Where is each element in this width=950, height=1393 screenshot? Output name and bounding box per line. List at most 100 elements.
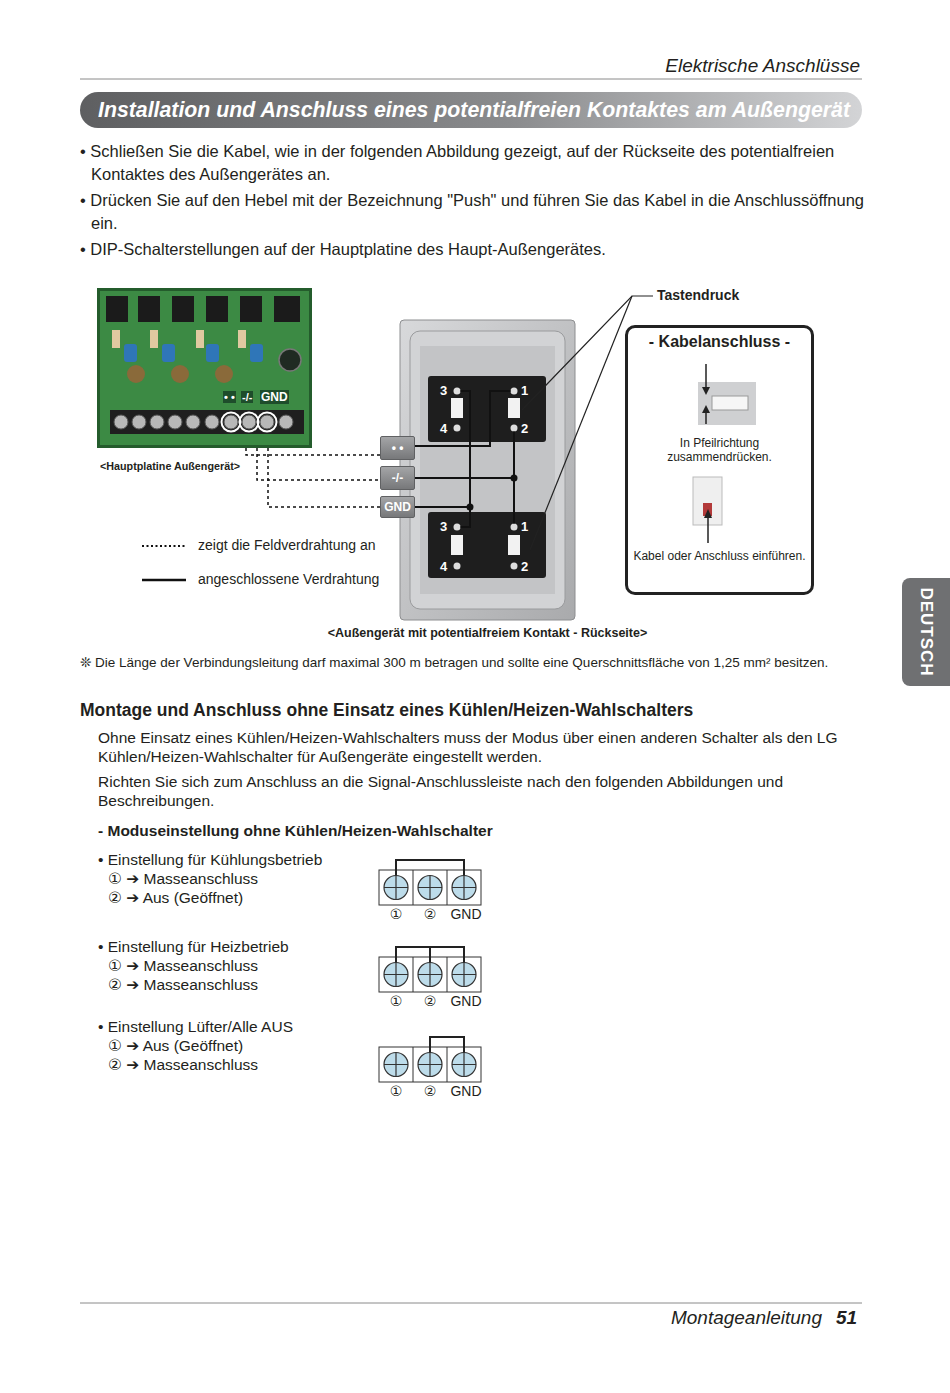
pin-number: 1 xyxy=(521,519,528,534)
title-band-text: Installation und Anschluss eines potenti… xyxy=(98,97,850,123)
cable-connector-illustration xyxy=(705,364,707,388)
cable-connector-illustration xyxy=(698,382,756,425)
footer-text: Montageanleitung xyxy=(600,1307,822,1329)
cable-connector-illustration xyxy=(693,477,722,525)
pcb-photo xyxy=(110,410,304,434)
box-heading: - Kabelanschluss - xyxy=(632,333,807,351)
dry-contact-plate xyxy=(454,425,461,432)
dry-contact-plate xyxy=(511,524,518,531)
field-wiring xyxy=(246,448,380,455)
mode-heading: • Einstellung für Heizbetrieb xyxy=(98,937,289,956)
dry-contact-plate xyxy=(454,524,461,531)
body-text: Ohne Einsatz eines Kühlen/Heizen-Wahlsch… xyxy=(98,728,866,766)
cable-connector-illustration xyxy=(702,405,710,413)
terminal-label: GND xyxy=(441,1083,491,1099)
contact-terminal-tab: GND xyxy=(380,496,415,518)
cable-connector-illustration xyxy=(712,396,748,410)
note-text: ❊ Die Länge der Verbindungsleitung darf … xyxy=(80,655,870,671)
terminal-label: ② xyxy=(405,906,455,922)
mode-setting: ① ➔ Masseanschluss xyxy=(108,956,258,975)
terminal-block xyxy=(384,1053,476,1077)
legend-line xyxy=(142,545,186,547)
contact-terminal-tab: -/- xyxy=(380,466,415,490)
cable-connector-illustration xyxy=(705,412,707,424)
pcb-photo xyxy=(242,415,256,429)
pin-number: 2 xyxy=(521,559,528,574)
pcb-photo xyxy=(162,344,175,362)
terminal-name: GND xyxy=(384,500,411,514)
legend-line xyxy=(142,579,186,582)
dry-contact-plate xyxy=(428,512,546,578)
connected-wiring xyxy=(415,391,514,527)
pcb-photo xyxy=(205,415,219,429)
wire-junction xyxy=(467,475,518,511)
pcb-photo xyxy=(206,296,228,322)
mode-heading: • Einstellung Lüfter/Alle AUS xyxy=(98,1017,293,1036)
figure-caption: <Außengerät mit potentialfreiem Kontakt … xyxy=(305,626,670,640)
terminal-block xyxy=(379,1037,481,1082)
pcb-photo xyxy=(127,365,145,383)
terminal-label: ① xyxy=(371,993,421,1009)
legend-line-sample xyxy=(142,537,188,555)
terminal-label: GND xyxy=(441,993,491,1009)
terminal-label: ① xyxy=(371,906,421,922)
mode-setting: ① ➔ Aus (Geöffnet) xyxy=(108,1036,243,1055)
pin-number: 2 xyxy=(521,421,528,436)
dry-contact-plate xyxy=(511,425,518,432)
dry-contact-plate xyxy=(511,388,518,395)
leader-line xyxy=(530,296,632,550)
callout-label: Tastendruck xyxy=(657,287,739,303)
pcb-photo xyxy=(114,415,128,429)
pcb-photo xyxy=(196,330,204,348)
terminal-block xyxy=(384,1053,476,1077)
pcb-photo xyxy=(258,413,277,432)
dry-contact-plate xyxy=(508,398,520,418)
mode-setting: ① ➔ Masseanschluss xyxy=(108,869,258,888)
mode-heading: • Einstellung für Kühlungsbetrieb xyxy=(98,850,322,869)
dry-contact-plate xyxy=(511,563,518,570)
terminal-blocks xyxy=(379,860,481,1082)
dry-contact-plate xyxy=(451,398,463,418)
page-rules xyxy=(80,1303,862,1304)
pcb-photo xyxy=(100,291,309,445)
terminal-block xyxy=(447,957,448,992)
terminal-mark: GND xyxy=(260,390,289,404)
terminal-block xyxy=(379,947,481,992)
dry-contact-unit: <Außengerät mit potentialfreiem Kontakt … xyxy=(400,320,575,620)
pcb-photo xyxy=(132,415,146,429)
terminal-block xyxy=(447,870,448,905)
pcb-photo xyxy=(240,296,262,322)
field-wiring xyxy=(268,448,380,507)
legend-text: zeigt die Feldverdrahtung an xyxy=(198,537,375,553)
bullet-text: • Drücken Sie auf den Hebel mit der Beze… xyxy=(80,189,866,235)
terminal-block xyxy=(384,1053,476,1077)
pcb-photo xyxy=(124,344,137,362)
text-section: Montage und Anschluss ohne Einsatz eines… xyxy=(80,699,866,840)
pcb-photo xyxy=(150,330,158,348)
page-rules xyxy=(80,79,862,80)
terminal-label: ② xyxy=(405,1083,455,1099)
pcb-photo xyxy=(279,415,293,429)
pcb-photo xyxy=(222,413,241,432)
contact-terminal-tab: • • xyxy=(380,436,415,460)
cable-connector-illustration xyxy=(707,516,709,543)
terminal-block xyxy=(384,876,476,900)
terminal-block xyxy=(447,1047,448,1082)
terminal-block xyxy=(396,947,464,963)
dry-contact-plate xyxy=(400,320,575,620)
body-text: Richten Sie sich zum Anschluss an die Si… xyxy=(98,772,866,810)
dry-contact-plate xyxy=(451,535,463,555)
pcb-photo xyxy=(206,344,219,362)
pcb-photo xyxy=(97,288,312,448)
connected-wiring xyxy=(415,506,470,508)
dry-contact-plate xyxy=(454,563,461,570)
wire-junction xyxy=(511,475,518,482)
terminal-block xyxy=(379,870,481,905)
pin-number: 3 xyxy=(440,519,447,534)
pcb-photo xyxy=(168,415,182,429)
terminal-block xyxy=(384,876,476,900)
terminal-block xyxy=(384,963,476,987)
title-band xyxy=(80,92,862,128)
connected-wiring xyxy=(415,477,514,479)
